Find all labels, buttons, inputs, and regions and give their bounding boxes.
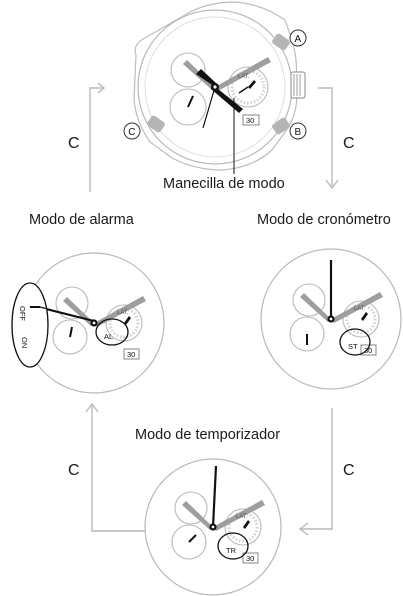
button-c-marker (123, 122, 141, 140)
chrono-st-callout (339, 328, 371, 356)
button-a-marker (289, 29, 307, 47)
timer-date: 30 (246, 554, 254, 563)
alarm-off-label: OFF (18, 306, 27, 321)
timer-watch: LAT. 30 TR (144, 458, 282, 596)
arrow-top-right (318, 87, 333, 186)
alarm-al-label: AL (104, 332, 113, 341)
pusher-b (272, 117, 290, 135)
timer-tr-label: TR (226, 546, 237, 555)
mode-hand-label: Manecilla de modo (163, 176, 285, 192)
arrow-label-top-right: C (343, 135, 355, 152)
chrono-watch: LAT. 30 ST (260, 248, 402, 390)
arrow-label-bottom-left: C (68, 462, 80, 479)
arrow-label-top-left: C (68, 135, 80, 152)
subdial-top-left (170, 52, 206, 88)
chrono-st-label: ST (348, 342, 358, 351)
minute-hand (215, 57, 271, 91)
arrow-bottom-left (91, 404, 146, 532)
alarm-lat-label: LAT. (117, 310, 129, 316)
mode-hand-tip (248, 80, 256, 89)
timer-tr-callout (217, 532, 249, 560)
button-b-marker (289, 122, 307, 140)
button-a-label: A (295, 34, 302, 45)
date-text: 30 (246, 116, 254, 125)
chrono-lat-label: LAT. (354, 306, 366, 312)
timer-mode-label: Modo de temporizador (135, 427, 280, 443)
crown (290, 71, 306, 99)
alarm-onoff-callout (11, 282, 49, 368)
lat-label: LAT. (238, 74, 250, 80)
arrow-label-bottom-right: C (343, 462, 355, 479)
arrow-bottom-right (300, 408, 333, 530)
pusher-a (272, 33, 290, 51)
alarm-date: 30 (127, 350, 135, 359)
pusher-c (147, 115, 165, 133)
arrow-top-left (89, 87, 103, 192)
alarm-al-callout (95, 318, 129, 346)
chrono-mode-label: Modo de cronómetro (257, 212, 391, 228)
top-watch: LAT. 30 A B C (123, 1, 307, 174)
button-c-label: C (128, 127, 135, 138)
alarm-watch: LAT. 30 OFF ON AL (11, 252, 165, 394)
button-b-label: B (295, 127, 302, 138)
alarm-on-label: ON (20, 337, 29, 348)
date-window (242, 114, 260, 126)
alarm-mode-label: Modo de alarma (29, 212, 135, 228)
chrono-date: 30 (364, 346, 372, 355)
timer-lat-label: LAT. (236, 514, 248, 520)
